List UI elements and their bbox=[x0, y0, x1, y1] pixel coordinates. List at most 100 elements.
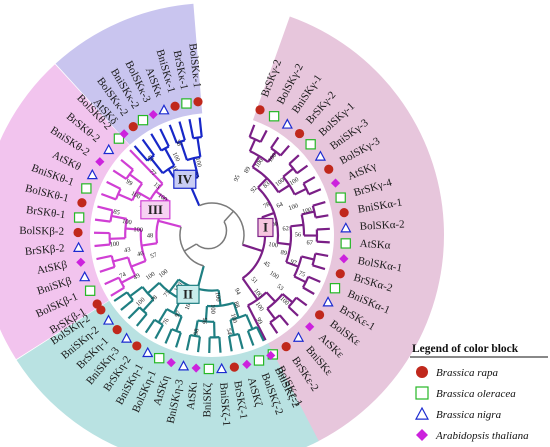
tree-branch bbox=[150, 133, 163, 152]
tree-branch bbox=[259, 129, 268, 143]
bootstrap-value: 94 bbox=[233, 287, 242, 296]
tree-branch bbox=[261, 211, 275, 219]
bootstrap-value: 43 bbox=[124, 246, 132, 254]
bootstrap-value: 100 bbox=[158, 268, 170, 279]
bootstrap-value: 54 bbox=[225, 328, 233, 336]
bootstrap-value: 49 bbox=[132, 272, 141, 281]
tree-branch bbox=[301, 210, 315, 216]
species-marker bbox=[79, 270, 91, 282]
tree-branch bbox=[149, 182, 164, 201]
species-marker bbox=[314, 310, 325, 320]
species-marker bbox=[322, 296, 334, 307]
tree-branch bbox=[149, 157, 164, 174]
species-marker bbox=[86, 168, 98, 180]
species-marker bbox=[324, 164, 334, 174]
tree-branch bbox=[198, 202, 245, 245]
tree-branch bbox=[229, 319, 235, 336]
leaf-label: AtSKι bbox=[185, 381, 200, 410]
tree-branch bbox=[315, 214, 329, 219]
species-marker bbox=[148, 109, 158, 120]
tree-branch bbox=[308, 188, 322, 196]
species-marker bbox=[339, 208, 349, 218]
bootstrap-value: 85 bbox=[113, 208, 121, 216]
bootstrap-value: 88 bbox=[232, 301, 241, 309]
tree-branch bbox=[125, 169, 134, 180]
legend-thaliana-label: Arabidopsis thaliana bbox=[435, 430, 529, 442]
species-marker bbox=[113, 133, 125, 144]
tree-branch bbox=[120, 158, 134, 171]
bootstrap-value: 100 bbox=[254, 157, 265, 169]
bootstrap-value: 61 bbox=[146, 154, 155, 163]
tree-branch bbox=[175, 332, 182, 348]
bootstrap-value: 100 bbox=[122, 218, 133, 226]
species-marker bbox=[281, 342, 291, 352]
bootstrap-value: 51 bbox=[249, 276, 258, 285]
tree-branch bbox=[245, 314, 254, 330]
bootstrap-value: 75 bbox=[162, 289, 171, 298]
group-I-box bbox=[257, 217, 274, 238]
tree-branch bbox=[117, 193, 133, 202]
tree-branch bbox=[251, 155, 261, 168]
bootstrap-value: 92 bbox=[249, 185, 258, 194]
tree-branch bbox=[94, 218, 111, 223]
bootstrap-value: 100 bbox=[156, 192, 168, 203]
tree-branch bbox=[267, 151, 277, 163]
bootstrap-value: 64 bbox=[275, 201, 284, 210]
tree-branch bbox=[141, 138, 155, 156]
bootstrap-value: 53 bbox=[275, 283, 284, 292]
tree-branch bbox=[192, 157, 200, 178]
bootstrap-value: 89 bbox=[243, 166, 252, 175]
tree-branch bbox=[246, 330, 255, 346]
bootstrap-value: 100 bbox=[133, 226, 143, 234]
bootstrap-value: 100 bbox=[135, 296, 147, 308]
tree-branch bbox=[295, 296, 308, 307]
tree-branch bbox=[106, 180, 122, 190]
legend-thaliana-marker bbox=[416, 429, 428, 441]
leaf-label: BrSKθ-1 bbox=[25, 204, 66, 221]
species-marker bbox=[158, 104, 170, 115]
group-III-label: III bbox=[148, 202, 163, 217]
tree-branch bbox=[300, 214, 306, 236]
tree-branch bbox=[128, 173, 143, 185]
tree-branch bbox=[232, 302, 240, 318]
bootstrap-value: 100 bbox=[184, 300, 194, 311]
species-marker bbox=[268, 111, 280, 122]
tree-branch bbox=[204, 305, 209, 322]
legend-oleracea-marker bbox=[415, 386, 429, 400]
bootstrap-value: 100 bbox=[267, 152, 278, 164]
tree-branch bbox=[130, 259, 147, 268]
tree-branch bbox=[249, 150, 269, 163]
bootstrap-value: 62 bbox=[282, 225, 289, 233]
legend: Legend of color block Brassica rapaBrass… bbox=[410, 343, 548, 442]
tree-branch bbox=[94, 243, 111, 248]
tree-branch bbox=[127, 257, 137, 276]
bootstrap-value: 78 bbox=[262, 201, 271, 210]
species-marker bbox=[166, 358, 176, 368]
species-marker bbox=[120, 332, 133, 343]
species-marker bbox=[103, 143, 115, 155]
species-marker bbox=[92, 299, 102, 309]
tree-branch bbox=[193, 320, 199, 337]
tree-branch bbox=[178, 121, 186, 141]
tree-branch bbox=[196, 137, 202, 158]
tree-branch bbox=[217, 290, 222, 306]
tree-branch bbox=[141, 242, 158, 247]
tree-branch bbox=[183, 243, 197, 252]
leaf-label: BrSKβ-2 bbox=[24, 242, 65, 258]
tree-branch bbox=[142, 298, 155, 312]
legend-title: Legend of color block bbox=[412, 343, 519, 355]
tree-branch bbox=[112, 256, 129, 263]
tree-branch bbox=[316, 227, 330, 231]
leaf-label: AtSKα bbox=[359, 238, 391, 252]
tree-branch bbox=[230, 313, 247, 321]
bootstrap-value: 99 bbox=[255, 316, 264, 325]
tree-branch bbox=[196, 336, 201, 353]
tree-branch bbox=[166, 308, 183, 318]
bootstrap-value: 100 bbox=[268, 241, 279, 249]
bootstrap-value: 100 bbox=[130, 190, 142, 201]
group-III-box bbox=[140, 200, 171, 220]
legend-oleracea-label: Brassica oleracea bbox=[436, 388, 516, 400]
bootstrap-value: 100 bbox=[274, 177, 286, 188]
group-IV-label: IV bbox=[178, 171, 193, 186]
